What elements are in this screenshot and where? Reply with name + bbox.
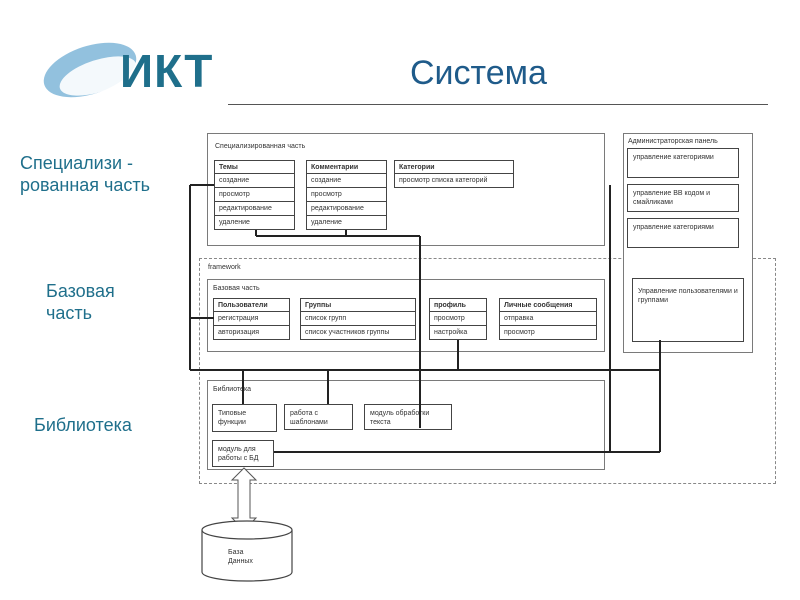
messages-view: просмотр xyxy=(499,326,597,340)
library-module-functions: Типовые функции xyxy=(212,404,277,432)
topics-group: Темы создание просмотр редактирование уд… xyxy=(214,160,295,230)
library-module-text: модуль обработки текста xyxy=(364,404,452,430)
users-register: регистрация xyxy=(213,312,290,326)
groups-group: Группы список групп список участников гр… xyxy=(300,298,416,340)
comments-create: создание xyxy=(306,174,387,188)
label-base: Базовая часть xyxy=(46,280,115,324)
label-base-line2: часть xyxy=(46,303,93,323)
label-specialized: Специализи - рованная часть xyxy=(20,152,150,196)
messages-header: Личные сообщения xyxy=(499,298,597,312)
admin-item-users-groups: Управление пользователями и группами xyxy=(632,278,744,342)
groups-list: список групп xyxy=(300,312,416,326)
database-label: База Данных xyxy=(228,549,253,565)
title-underline xyxy=(228,104,768,105)
logo: ИКТ xyxy=(38,36,218,106)
profile-view: просмотр xyxy=(429,312,487,326)
categories-header: Категории xyxy=(394,160,514,174)
users-header: Пользователи xyxy=(213,298,290,312)
comments-delete: удаление xyxy=(306,216,387,230)
library-caption: Библиотека xyxy=(213,386,252,393)
topics-header: Темы xyxy=(214,160,295,174)
label-specialized-line1: Специализи - xyxy=(20,153,133,173)
profile-header: профиль xyxy=(429,298,487,312)
framework-container xyxy=(199,258,776,484)
messages-group: Личные сообщения отправка просмотр xyxy=(499,298,597,340)
topics-delete: удаление xyxy=(214,216,295,230)
topics-edit: редактирование xyxy=(214,202,295,216)
admin-caption: Администраторская панель xyxy=(628,138,718,145)
comments-group: Комментарии создание просмотр редактиров… xyxy=(306,160,387,230)
label-library: Библиотека xyxy=(34,415,132,435)
users-group: Пользователи регистрация авторизация xyxy=(213,298,290,340)
groups-header: Группы xyxy=(300,298,416,312)
specialized-caption: Специализированная часть xyxy=(215,143,306,150)
label-base-line1: Базовая xyxy=(46,281,115,301)
framework-caption: framework xyxy=(208,264,241,271)
logo-swoosh-icon xyxy=(43,42,137,98)
topics-create: создание xyxy=(214,174,295,188)
library-module-templates: работа с шаблонами xyxy=(284,404,353,430)
messages-send: отправка xyxy=(499,312,597,326)
profile-settings: настройка xyxy=(429,326,487,340)
categories-list: просмотр списка категорий xyxy=(394,174,514,188)
profile-group: профиль просмотр настройка xyxy=(429,298,487,340)
comments-header: Комментарии xyxy=(306,160,387,174)
label-specialized-line2: рованная часть xyxy=(20,175,151,195)
base-caption: Базовая часть xyxy=(213,285,260,292)
groups-members: список участников группы xyxy=(300,326,416,340)
page-title: Система xyxy=(410,54,547,92)
admin-item-categories-1: управление категориями xyxy=(627,148,739,178)
library-module-db: модуль для работы с БД xyxy=(212,440,274,467)
categories-group: Категории просмотр списка категорий xyxy=(394,160,514,188)
topics-view: просмотр xyxy=(214,188,295,202)
admin-item-bbcode: управление BB кодом и смайликами xyxy=(627,184,739,212)
admin-item-categories-2: управление категориями xyxy=(627,218,739,248)
users-auth: авторизация xyxy=(213,326,290,340)
comments-view: просмотр xyxy=(306,188,387,202)
logo-text: ИКТ xyxy=(120,45,214,97)
comments-edit: редактирование xyxy=(306,202,387,216)
